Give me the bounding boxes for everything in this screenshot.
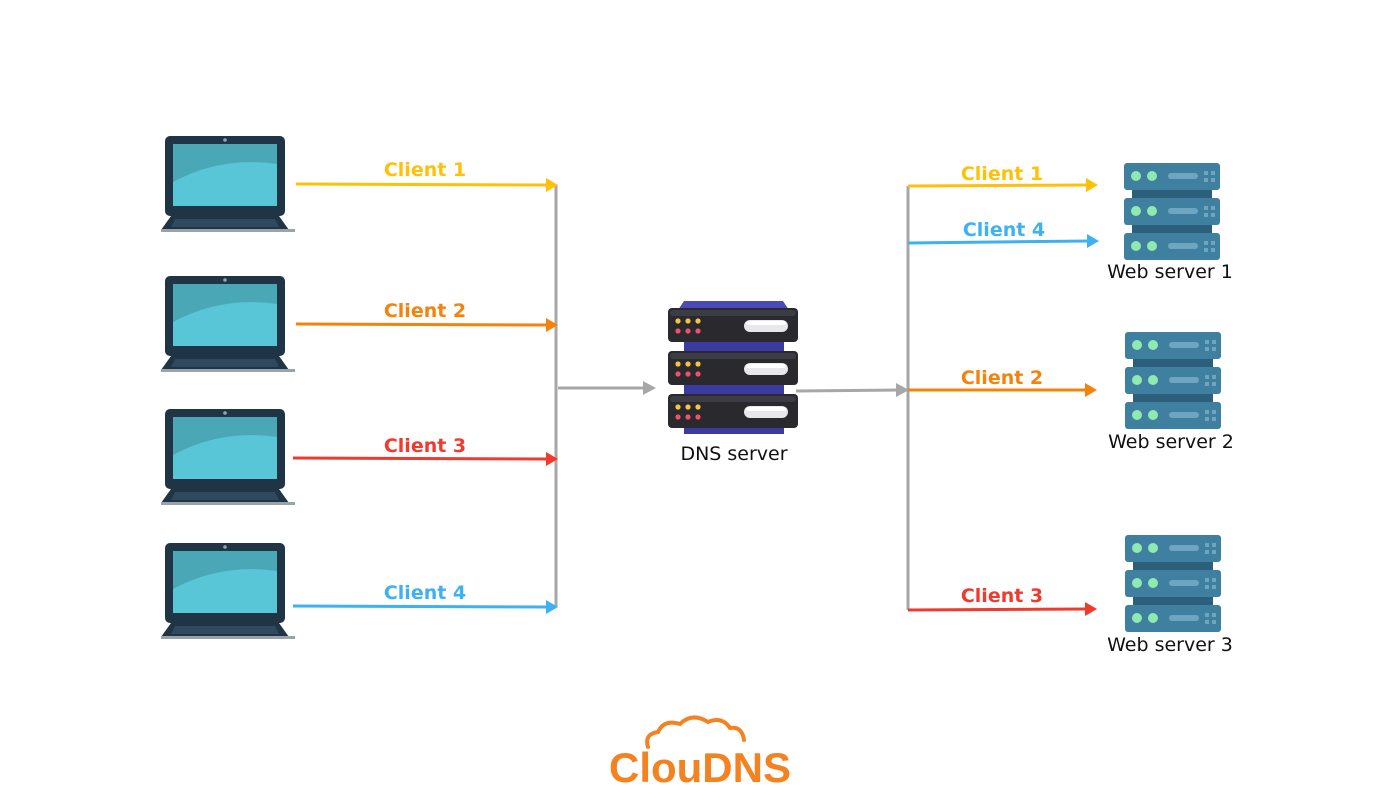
laptop-icon-client-2 [161, 276, 295, 372]
web-server-icon-2 [1125, 332, 1221, 429]
left-link-label-3: Client 3 [384, 435, 466, 457]
right-link-client-3: Client 3 [907, 585, 1097, 616]
left-link-label-2: Client 2 [384, 300, 466, 322]
laptop-icon-client-3 [161, 409, 295, 505]
laptop-icon-client-4 [161, 543, 295, 639]
web-server-label-2: Web server 2 [1108, 431, 1234, 453]
right-link-label-2: Client 2 [961, 367, 1043, 389]
right-link-label-4: Client 4 [963, 219, 1045, 241]
trunk-to-dns-arrow [558, 381, 656, 395]
right-link-client-2: Client 2 [908, 367, 1097, 397]
dns-server-rack-icon [668, 301, 798, 434]
left-link-client-1: Client 1 [295, 159, 558, 192]
right-link-client-1: Client 1 [907, 163, 1098, 192]
right-link-client-4: Client 4 [907, 219, 1099, 248]
web-server-icon-3 [1125, 535, 1221, 632]
logo-text: ClouDNS [609, 744, 791, 791]
left-link-client-2: Client 2 [295, 300, 558, 332]
left-link-label-1: Client 1 [384, 159, 466, 181]
web-server-label-3: Web server 3 [1107, 634, 1233, 656]
left-link-label-4: Client 4 [384, 582, 466, 604]
left-link-client-4: Client 4 [292, 582, 558, 614]
laptop-icon-client-1 [161, 136, 295, 232]
cloudns-logo: ClouDNS [609, 715, 791, 791]
dns-server-label: DNS server [680, 443, 787, 465]
cloud-outline-icon [645, 715, 746, 749]
web-server-label-1: Web server 1 [1107, 261, 1233, 283]
dns-to-trunk-arrow [795, 383, 909, 397]
web-server-icon-1 [1124, 163, 1220, 260]
right-link-label-1: Client 1 [961, 163, 1043, 185]
right-link-label-3: Client 3 [961, 585, 1043, 607]
left-link-client-3: Client 3 [292, 435, 558, 466]
